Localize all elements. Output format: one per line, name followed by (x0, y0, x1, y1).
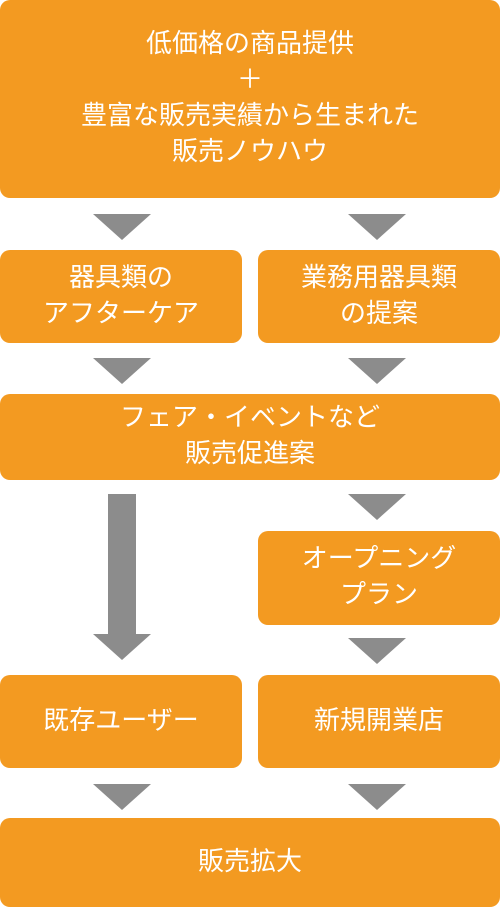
box-existing-users-text: 既存ユーザー (43, 705, 199, 736)
arrow-down-right-2 (348, 358, 406, 384)
box-opening-plan-text: オープニング プラン (301, 544, 457, 610)
arrow-down-left-2 (93, 358, 151, 384)
box-aftercare-text: 器具類の アフターケア (42, 262, 199, 329)
box-new-store-text: 新規開業店 (313, 705, 444, 736)
arrow-down-left-long (93, 634, 151, 660)
arrow-down-left-1 (93, 214, 151, 240)
box-proposal-text: 業務用器具類 の提案 (300, 262, 457, 329)
box-low-price-and-know-how: 低価格の商品提供 ＋ 豊富な販売実績から生まれた 販売ノウハウ (0, 0, 500, 198)
box-sales-expansion: 販売拡大 (0, 818, 500, 907)
arrow-down-right-3 (348, 494, 406, 520)
box-aftercare: 器具類の アフターケア (0, 250, 242, 343)
box-proposal: 業務用器具類 の提案 (258, 250, 500, 343)
arrow-down-left-5 (93, 784, 151, 810)
box-fair-event-text: フェア・イベントなど 販売促進案 (119, 403, 380, 469)
box-opening-plan: オープニング プラン (258, 531, 500, 625)
box-low-price-and-know-how-text: 低価格の商品提供 ＋ 豊富な販売実績から生まれた 販売ノウハウ (80, 29, 419, 167)
arrow-down-right-4 (348, 638, 406, 664)
arrow-shaft-long-left (108, 494, 136, 634)
box-new-store: 新規開業店 (258, 675, 500, 768)
arrow-down-right-1 (348, 214, 406, 240)
box-fair-event: フェア・イベントなど 販売促進案 (0, 394, 500, 480)
arrow-down-right-5 (348, 784, 406, 810)
box-sales-expansion-text: 販売拡大 (197, 846, 302, 877)
box-existing-users: 既存ユーザー (0, 675, 242, 768)
